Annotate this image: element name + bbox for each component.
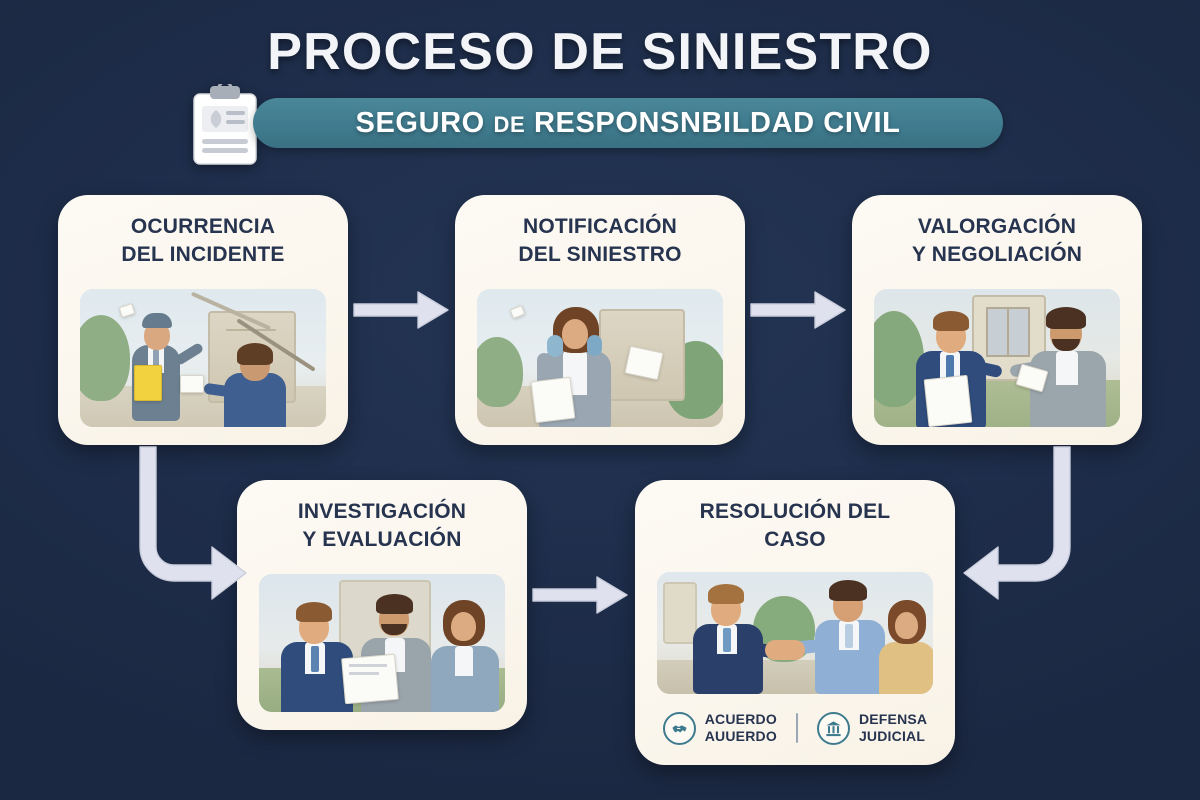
flow-arrow-1-to-4 [139,446,247,600]
subtitle-post: RESPONSNBILDAD CIVIL [533,106,901,139]
step-card-notificacion[interactable]: NOTIFICACIÓN DEL SINIESTRO [455,195,745,445]
step-illustration-valoracion [874,289,1120,427]
badge-label-acuerdo: ACUERDO AUUERDO [704,711,777,744]
flow-arrow-2-to-3 [750,291,846,329]
handshake-icon [662,711,696,745]
flow-arrow-3-to-5 [963,446,1071,600]
flow-arrow-1-to-2 [353,291,449,329]
flow-arrow-4-to-5 [532,576,628,614]
step-title-ocurrencia: OCURRENCIA DEL INCIDENTE [121,215,285,266]
step-card-resolucion[interactable]: RESOLUCIÓN DEL CASO [635,480,955,765]
step-illustration-investigacion [259,574,505,712]
courthouse-icon [816,711,850,745]
clipboard-icon [193,84,257,165]
step-illustration-ocurrencia [80,289,326,427]
subtitle-small: DE [493,111,526,137]
subtitle-text: SEGURO DE RESPONSNBILDAD CIVIL [356,107,901,140]
step-card-valoracion[interactable]: VALORGACIÓN Y NEGOLIACIÓN [852,195,1142,445]
badge-divider [795,713,798,743]
page-title: PROCESO DE SINIESTRO [267,23,933,81]
subtitle-banner: SEGURO DE RESPONSNBILDAD CIVIL [253,98,1003,148]
subtitle-pre: SEGURO [355,106,485,139]
step-illustration-resolucion [657,572,933,694]
header: PROCESO DE SINIESTRO SEGURO DE RESPONSNB… [0,0,1200,175]
step-illustration-notificacion [477,289,723,427]
badge-defensa-judicial[interactable]: DEFENSA JUDICIAL [816,711,928,745]
step-title-resolucion: RESOLUCIÓN DEL CASO [699,500,891,551]
step-title-valoracion: VALORGACIÓN Y NEGOLIACIÓN [911,215,1083,266]
step-card-investigacion[interactable]: INVESTIGACIÓN Y EVALUACIÓN [237,480,527,730]
badge-acuerdo[interactable]: ACUERDO AUUERDO [662,711,777,745]
step-title-notificacion: NOTIFICACIÓN DEL SINIESTRO [518,215,682,266]
step-card-ocurrencia[interactable]: OCURRENCIA DEL INCIDENTE [58,195,348,445]
resolution-badges: ACUERDO AUUERDO DEFENSA JUDICIAL [651,705,939,751]
step-title-investigacion: INVESTIGACIÓN Y EVALUACIÓN [297,500,467,551]
badge-label-defensa-judicial: DEFENSA JUDICIAL [858,711,928,744]
